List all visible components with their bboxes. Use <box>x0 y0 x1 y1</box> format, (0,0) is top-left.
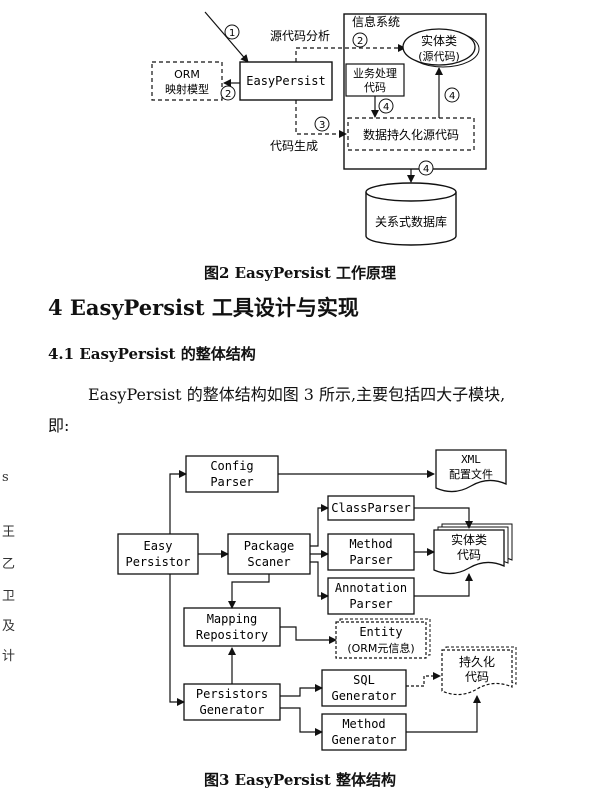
entity-meta-label-2: (ORM元信息) <box>347 641 414 655</box>
step-4b-label: 4 <box>449 91 455 102</box>
step-4c-label: 4 <box>423 164 429 175</box>
margin-glyph: 乙 <box>2 557 16 572</box>
package-label-2: Scaner <box>247 555 290 569</box>
edge-annotation-entity <box>414 573 473 597</box>
entity-class-shape <box>402 28 476 66</box>
step-2a-marker <box>352 32 368 48</box>
edge-package-annotation <box>310 561 329 600</box>
mapping-repository-box <box>183 607 281 647</box>
step-2b-label: 2 <box>225 89 231 100</box>
annotation-label-1: Annotation <box>335 581 407 595</box>
entity-label-2: (源代码) <box>418 49 460 63</box>
entity-code-doc <box>433 529 505 575</box>
step-2a-label: 2 <box>357 36 363 47</box>
edge-methodgen-persistcode <box>406 695 481 733</box>
method-gen-label-2: Generator <box>331 733 396 747</box>
config-label-2: Parser <box>210 475 253 489</box>
entity-meta-box <box>335 621 427 659</box>
margin-glyph: s <box>2 470 9 485</box>
step-2b-marker <box>220 85 236 101</box>
persist-code-label-1: 持久化 <box>459 654 495 669</box>
business-label-1: 业务处理 <box>353 67 397 80</box>
edge-persistors-methodgen <box>280 707 323 736</box>
database-label: 关系式数据库 <box>375 214 447 229</box>
edge-mapping-entitymeta <box>280 626 337 644</box>
sql-generator-box <box>321 669 407 707</box>
method-parser-label-1: Method <box>349 537 392 551</box>
edge-persistors-sql <box>280 684 323 697</box>
easypersist-box <box>239 61 333 101</box>
persist-code-label-2: 代码 <box>465 670 489 684</box>
easy-label-1: Easy <box>144 539 173 553</box>
source-analysis-line <box>295 44 406 62</box>
paragraph-line-2: 即: <box>48 416 70 435</box>
edge-package-classparser <box>310 504 329 547</box>
orm-label-2: 映射模型 <box>165 82 209 96</box>
edge-classparser-entity <box>414 507 473 529</box>
persistors-label-2: Generator <box>199 703 264 717</box>
method-gen-label-1: Method <box>342 717 385 731</box>
edge-package-mapping <box>228 574 270 609</box>
section-heading: 4 EasyPersist 工具设计与实现 <box>48 295 359 320</box>
step-4c-marker <box>418 160 434 176</box>
package-label-1: Package <box>244 539 295 553</box>
sql-label-2: Generator <box>331 689 396 703</box>
mapping-label-1: Mapping <box>207 612 258 626</box>
step-4b-marker <box>444 87 460 103</box>
figure-2-caption: 图2 EasyPersist 工作原理 <box>203 264 397 282</box>
step-1-marker <box>224 24 240 40</box>
entity-code-label-1: 实体类 <box>451 532 487 547</box>
entity-code-label-2: 代码 <box>457 548 481 562</box>
paragraph-line-1: EasyPersist 的整体结构如图 3 所示,主要包括四大子模块, <box>88 385 506 404</box>
method-parser-label-2: Parser <box>349 553 392 567</box>
easy-label-2: Persistor <box>125 555 190 569</box>
source-analysis-label: 源代码分析 <box>270 29 330 43</box>
margin-glyph: 卫 <box>2 589 16 604</box>
info-system-label: 信息系统 <box>352 14 400 29</box>
sql-label-1: SQL <box>353 673 375 687</box>
figure-3-caption: 图3 EasyPersist 整体结构 <box>203 771 397 789</box>
database-top <box>365 182 457 202</box>
edge-easy-config <box>169 470 187 534</box>
margin-glyph: 及 <box>2 619 16 634</box>
persist-code-doc <box>441 649 513 696</box>
package-scaner-box <box>227 533 311 575</box>
margin-glyph: 计 <box>2 649 16 664</box>
xml-label-1: XML <box>461 453 481 466</box>
edge-easy-persistors <box>169 574 185 706</box>
info-system-box <box>343 13 487 170</box>
code-gen-label: 代码生成 <box>270 139 318 153</box>
subsection-heading: 4.1 EasyPersist 的整体结构 <box>48 345 256 363</box>
database-cylinder <box>365 192 457 246</box>
step-1-label: 1 <box>229 28 235 39</box>
persist-source-box <box>347 117 475 151</box>
easypersist-label: EasyPersist <box>246 74 325 88</box>
edge-sql-persistcode <box>406 672 441 687</box>
classparser-label: ClassParser <box>331 501 410 515</box>
annotation-label-2: Parser <box>349 597 392 611</box>
config-label-1: Config <box>210 459 253 473</box>
entity-meta-label-1: Entity <box>359 625 402 639</box>
entity-label-1: 实体类 <box>421 33 457 48</box>
step-4a-label: 4 <box>383 102 389 113</box>
persist-source-label: 数据持久化源代码 <box>363 127 459 142</box>
xml-config-doc <box>435 449 507 493</box>
step-3-marker <box>314 116 330 132</box>
margin-glyph: 王 <box>2 525 16 540</box>
step-3-label: 3 <box>319 120 325 131</box>
mapping-label-2: Repository <box>196 628 268 642</box>
persistors-label-1: Persistors <box>196 687 268 701</box>
business-code-box <box>345 63 405 97</box>
figure-2-diagram: 信息系统 1 EasyPersist ORM 映射模型 2 源代码分析 2 实体… <box>151 11 487 246</box>
orm-label-1: ORM <box>174 68 200 81</box>
annotation-parser-box <box>327 577 415 615</box>
orm-model-box <box>151 61 223 101</box>
step-4a-marker <box>378 98 394 114</box>
method-parser-box <box>327 533 415 571</box>
xml-label-2: 配置文件 <box>449 467 493 481</box>
business-label-2: 代码 <box>364 81 386 94</box>
